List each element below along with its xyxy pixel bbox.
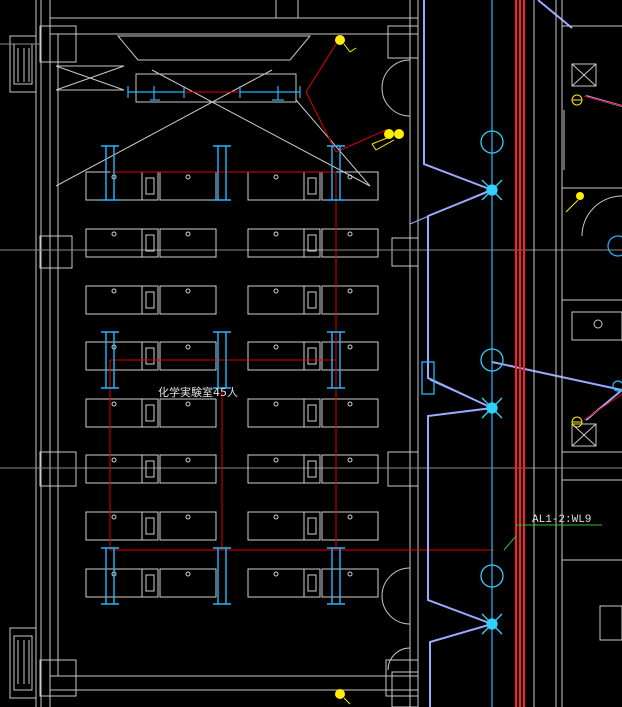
ceiling-lamp-icon[interactable]	[335, 35, 357, 705]
linear-fluorescent-fixture-icon[interactable]	[213, 547, 231, 605]
lab-bench	[248, 399, 378, 427]
lab-bench	[248, 286, 378, 314]
adjacent-room-fixtures	[565, 94, 622, 428]
linear-fluorescent-fixture-icon[interactable]	[327, 145, 345, 201]
lab-bench	[86, 286, 216, 314]
linear-fluorescent-fixture-icon[interactable]	[327, 547, 345, 605]
wall-switch-icon[interactable]	[371, 129, 404, 151]
lab-bench	[248, 342, 378, 370]
lighting-circuit	[109, 43, 494, 551]
light-fixtures[interactable]	[101, 145, 345, 605]
linear-fluorescent-fixture-icon[interactable]	[327, 331, 345, 389]
lab-benches	[86, 172, 378, 597]
lab-bench	[248, 569, 378, 597]
lab-bench	[86, 229, 216, 257]
circuit-label-leader	[503, 524, 602, 551]
linear-fluorescent-fixture-icon[interactable]	[101, 331, 119, 389]
adjacent-rooms	[556, 0, 622, 707]
linear-fluorescent-fixture-icon[interactable]	[101, 145, 119, 201]
lab-bench	[248, 455, 378, 483]
circuit-label: AL1-2:WL9	[532, 514, 591, 526]
linear-fluorescent-fixture-icon[interactable]	[213, 145, 231, 201]
lab-bench	[86, 455, 216, 483]
lab-bench	[248, 172, 378, 200]
lab-bench	[86, 399, 216, 427]
room-label: 化学実験室45人	[158, 385, 238, 399]
lab-bench	[248, 512, 378, 540]
linear-fluorescent-fixture-icon[interactable]	[101, 547, 119, 605]
junction-node-icon[interactable]	[421, 130, 504, 635]
lab-bench	[248, 229, 378, 257]
linear-fluorescent-fixture-icon[interactable]	[213, 331, 231, 389]
linear-fluorescent-fixture-icon[interactable]	[127, 86, 301, 101]
lab-bench	[86, 512, 216, 540]
vertical-conduits	[491, 0, 535, 707]
